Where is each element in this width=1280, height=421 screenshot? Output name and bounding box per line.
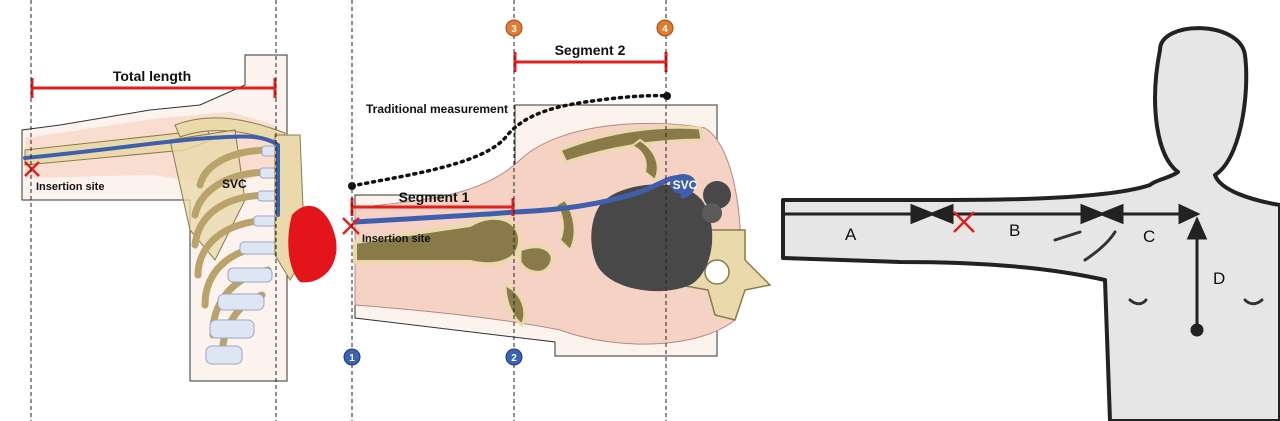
- rib-section: [629, 138, 659, 182]
- marker-1-label: 1: [349, 353, 355, 364]
- heart: [288, 205, 337, 283]
- left-insertion-mark: [24, 161, 40, 177]
- marker-2-label: 2: [511, 353, 517, 364]
- body-silhouette: [781, 26, 1280, 421]
- marker-1: 1: [343, 348, 361, 366]
- right-panel: A B C D: [781, 26, 1280, 421]
- svc-bulb: [670, 174, 696, 194]
- marker-2: 2: [505, 348, 523, 366]
- segment2-measure: [513, 52, 668, 72]
- segment2-label: Segment 2: [555, 42, 626, 58]
- marker-4: 4: [656, 19, 674, 37]
- middle-svc-label: SVC: [673, 178, 698, 192]
- total-length-measure: [30, 78, 277, 98]
- scapula-section: [503, 282, 527, 328]
- marker-3-label: 3: [511, 24, 517, 35]
- traditional-measurement-label: Traditional measurement: [366, 102, 508, 116]
- middle-insertion-mark: [342, 217, 360, 235]
- silhouette-shading: [1053, 230, 1264, 306]
- segment-letter-a: A: [845, 225, 857, 244]
- lower-arm-bone: [518, 245, 554, 274]
- segment-letter-d: D: [1213, 269, 1225, 288]
- segment1-label: Segment 1: [399, 189, 470, 205]
- middle-panel: SVC Traditional measurement Segment 1 Se…: [342, 42, 772, 357]
- segment-letter-c: C: [1143, 227, 1155, 246]
- esophagus: [702, 203, 722, 223]
- traditional-measurement-curve: [350, 93, 669, 188]
- middle-insertion-label: Insertion site: [362, 233, 430, 245]
- marker-4-label: 4: [662, 24, 668, 35]
- left-panel: Total length SVC Insertion site: [21, 54, 337, 382]
- spinal-canal: [704, 259, 730, 285]
- arm-measurement-line: [783, 203, 1208, 337]
- right-insertion-mark: [953, 211, 975, 233]
- segment-letter-b: B: [1009, 221, 1020, 240]
- total-length-label: Total length: [113, 68, 191, 84]
- left-catheter-path: [23, 134, 280, 217]
- traditional-end-dot: [663, 92, 671, 100]
- trachea: [703, 181, 731, 209]
- lung: [591, 184, 713, 292]
- left-svc-label: SVC: [222, 177, 247, 191]
- left-insertion-label: Insertion site: [36, 181, 104, 193]
- forearm-bone: [353, 215, 523, 267]
- marker-3: 3: [505, 19, 523, 37]
